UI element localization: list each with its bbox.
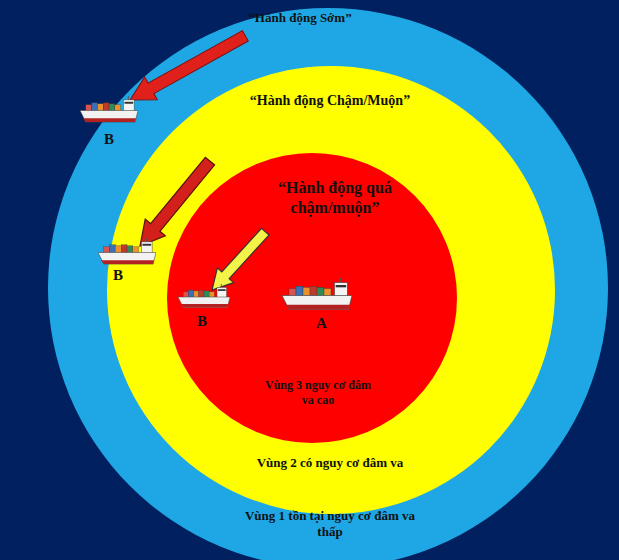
ship-label: B [104, 130, 114, 149]
zone-label: Vùng 2 có nguy cơ đâm va [255, 455, 405, 471]
arrow [204, 224, 274, 297]
zone-label: Vùng 1 tồn tại nguy cơ đâm va thấp [235, 508, 425, 541]
zone-label: Vùng 3 nguy cơ đâm va cao [258, 378, 378, 408]
ship-label: A [316, 314, 327, 333]
ship-label: B [197, 312, 207, 331]
arrow [124, 24, 252, 111]
ship-label: B [113, 266, 123, 285]
zone-circle: “Hành động quá chậm/muộn” Vùng 3 nguy cơ … [48, 8, 608, 560]
ship-b [98, 238, 156, 264]
action-heading: “Hành động Chậm/Muộn” [200, 92, 460, 110]
arrow [130, 153, 220, 254]
action-heading: “Hành động Sớm” [200, 10, 400, 26]
ship-b [178, 284, 230, 307]
ship-b [80, 96, 138, 122]
ship-a [282, 278, 352, 310]
action-heading: “Hành động quá chậm/muộn” [250, 178, 420, 218]
